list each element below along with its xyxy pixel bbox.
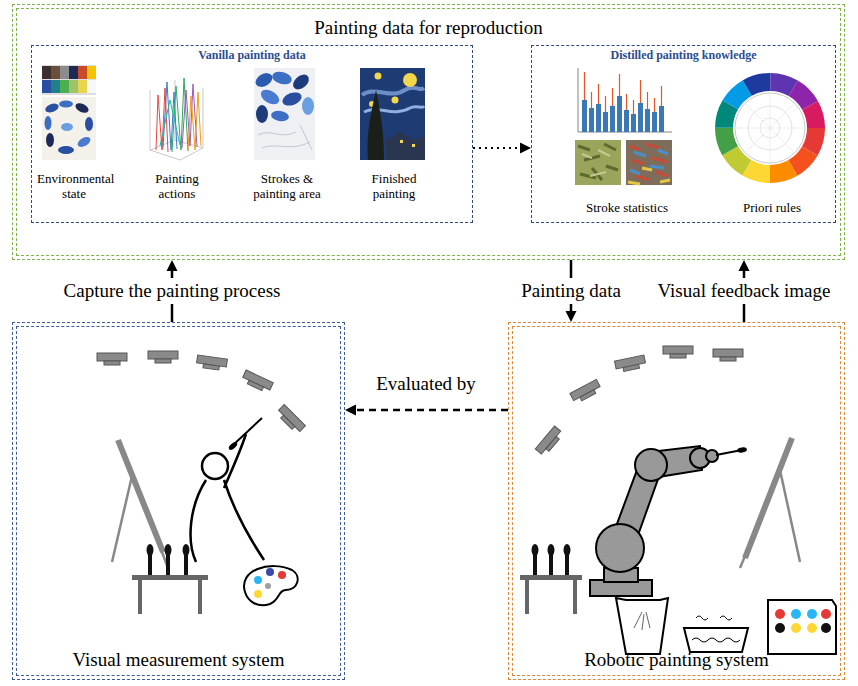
strokes-image (253, 68, 315, 160)
image-tile: Stroke statistics (567, 66, 687, 216)
image-caption: Environmental state (35, 172, 113, 202)
image-caption: Painting actions (138, 172, 216, 202)
measurement-scene (97, 351, 305, 614)
image-tile: Strokes & painting area (242, 66, 332, 202)
box-heading: Vanilla painting data (32, 49, 472, 63)
box-heading: Robotic painting system (509, 649, 844, 671)
box-heading: Painting data for reproduction (13, 17, 844, 39)
finished-painting-image (360, 68, 425, 160)
image-caption: Finished painting (354, 172, 434, 202)
outer-data-panel: Painting data for reproductionVanilla pa… (12, 4, 845, 260)
box-heading: Distilled painting knowledge (532, 49, 835, 63)
robot-scene (520, 346, 836, 654)
stroke-statistics-image (575, 68, 672, 185)
box-heading: Visual measurement system (13, 649, 344, 671)
image-tile: Painting actions (138, 66, 216, 202)
environment-image (42, 65, 96, 160)
system-panel: Robotic painting system (508, 322, 845, 680)
arrow-head (566, 311, 577, 322)
arrow-head (739, 260, 750, 271)
image-caption: Priori rules (712, 201, 832, 216)
actions-plot (150, 78, 203, 160)
connector (345, 405, 508, 416)
image-caption: Strokes & painting area (242, 172, 332, 202)
group-box: Vanilla painting dataEnvironmental state… (31, 45, 473, 223)
connector (473, 143, 531, 154)
color-wheel (724, 82, 816, 174)
group-box: Distilled painting knowledgeStroke stati… (531, 45, 836, 223)
arrow-head (520, 143, 531, 154)
edge-label: Visual feedback image (654, 278, 835, 305)
system-panel: Visual measurement system (12, 322, 345, 680)
inner-border (16, 326, 341, 676)
connector-line (354, 409, 508, 412)
edge-label: Painting data (517, 278, 625, 305)
arrow-head (167, 260, 178, 271)
connector-line (473, 147, 522, 149)
image-caption: Stroke statistics (567, 201, 687, 216)
edge-label: Capture the painting process (60, 278, 285, 305)
edge-label: Evaluated by (376, 373, 476, 396)
image-tile: Finished painting (354, 66, 434, 202)
inner-border (512, 326, 841, 676)
image-tile: Priori rules (712, 66, 832, 216)
image-tile: Environmental state (35, 66, 113, 202)
arrow-head (345, 405, 356, 416)
